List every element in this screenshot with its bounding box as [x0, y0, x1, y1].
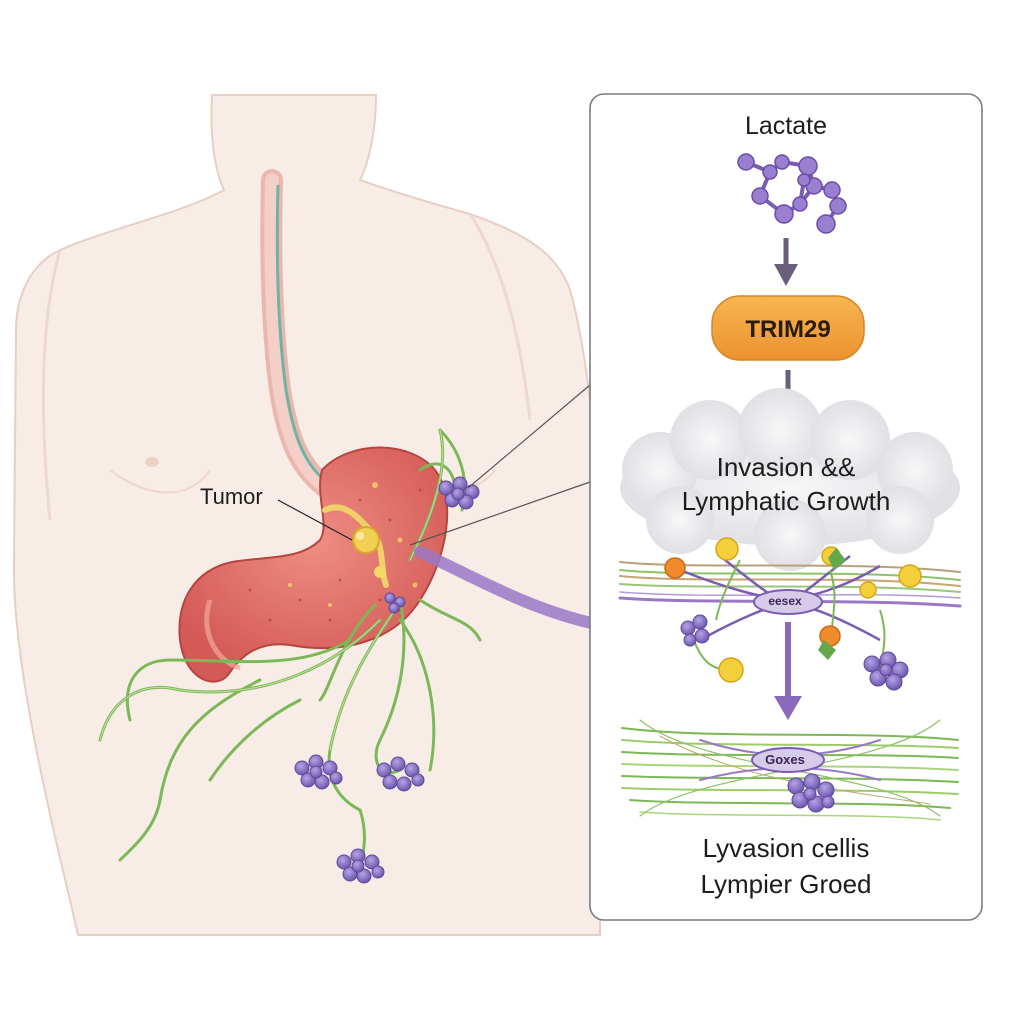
lymph-node-cluster-icon [336, 848, 385, 884]
lymph-node-cluster-icon [384, 592, 406, 614]
result-label-line2: Lympier Groed [700, 869, 872, 899]
torso [12, 94, 604, 936]
invasion-label-line1: Invasion && [716, 452, 856, 482]
growth-node-label: Goxes [765, 752, 805, 767]
result-label-line1: Lyvasion cellis [702, 833, 870, 863]
arrow-invasion-to-growth [774, 622, 802, 720]
lymph-node-cluster-icon [787, 773, 835, 813]
lymph-node-cluster-icon [294, 754, 343, 790]
tumor-label: Tumor [200, 484, 263, 509]
invasion-cloud [620, 388, 960, 571]
tumor [322, 504, 389, 588]
tumor-pointer-line [277, 499, 353, 541]
lactate-label: Lactate [744, 112, 827, 140]
trim29-label: TRIM29 [745, 316, 831, 343]
lymph-node-cluster-icon [438, 476, 480, 510]
lymph-node-cluster-icon [376, 756, 425, 792]
esophagus [260, 169, 341, 501]
invasion-label-line2: Lymphatic Growth [681, 486, 891, 516]
growth-node [751, 747, 825, 773]
arrow-lactate-to-trim29 [774, 238, 798, 286]
lymphatic-vessels-highlight [99, 429, 444, 751]
zoom-lines [409, 384, 591, 546]
trim29-box [711, 295, 865, 361]
invasion-node-label: eesex [768, 594, 802, 608]
lactate-molecule-icon [737, 153, 847, 234]
invasion-network [618, 537, 962, 691]
